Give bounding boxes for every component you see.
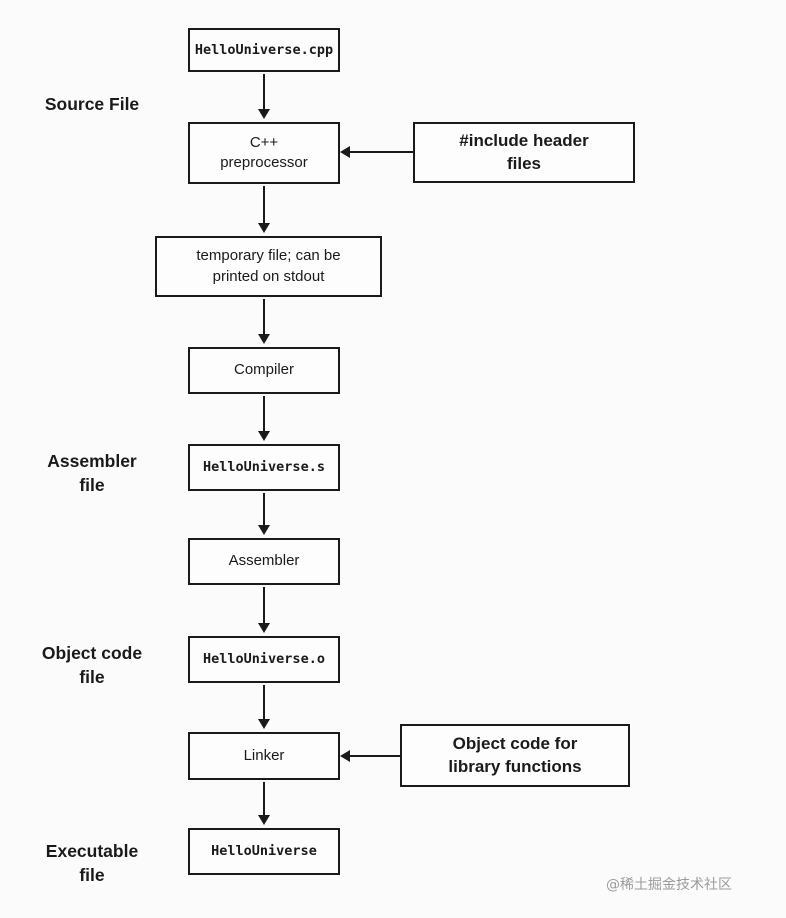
arrow-library-to-linker bbox=[340, 750, 400, 762]
arrow-tempfile-to-compiler bbox=[258, 299, 270, 344]
arrow-preprocessor-to-tempfile bbox=[258, 186, 270, 233]
arrow-headers-to-preprocessor bbox=[340, 146, 413, 158]
node-temporary-file: temporary file; can be printed on stdout bbox=[155, 236, 382, 297]
label-object-code-file: Object code file bbox=[41, 643, 143, 687]
node-compiler: Compiler bbox=[188, 347, 340, 394]
arrow-cpp-to-preprocessor bbox=[258, 74, 270, 119]
node-source-cpp-file: HelloUniverse.cpp bbox=[188, 28, 340, 72]
arrow-compiler-to-assemblyfile bbox=[258, 396, 270, 441]
node-object-file: HelloUniverse.o bbox=[188, 636, 340, 683]
arrow-linker-to-executable bbox=[258, 782, 270, 825]
arrow-objectfile-to-linker bbox=[258, 685, 270, 729]
node-linker: Linker bbox=[188, 732, 340, 780]
label-source-file: Source File bbox=[44, 94, 140, 114]
node-executable: HelloUniverse bbox=[188, 828, 340, 875]
node-cpp-preprocessor: C++ preprocessor bbox=[188, 122, 340, 184]
node-include-header-files: #include header files bbox=[413, 122, 635, 183]
arrow-assemblyfile-to-assembler bbox=[258, 493, 270, 535]
node-assembler: Assembler bbox=[188, 538, 340, 585]
label-executable-file: Executable file bbox=[45, 841, 139, 885]
watermark-text: @稀土掘金技术社区 bbox=[606, 877, 732, 893]
node-assembly-file: HelloUniverse.s bbox=[188, 444, 340, 491]
node-library-object-code: Object code for library functions bbox=[400, 724, 630, 787]
arrow-assembler-to-objectfile bbox=[258, 587, 270, 633]
label-assembler-file: Assembler file bbox=[47, 451, 137, 495]
